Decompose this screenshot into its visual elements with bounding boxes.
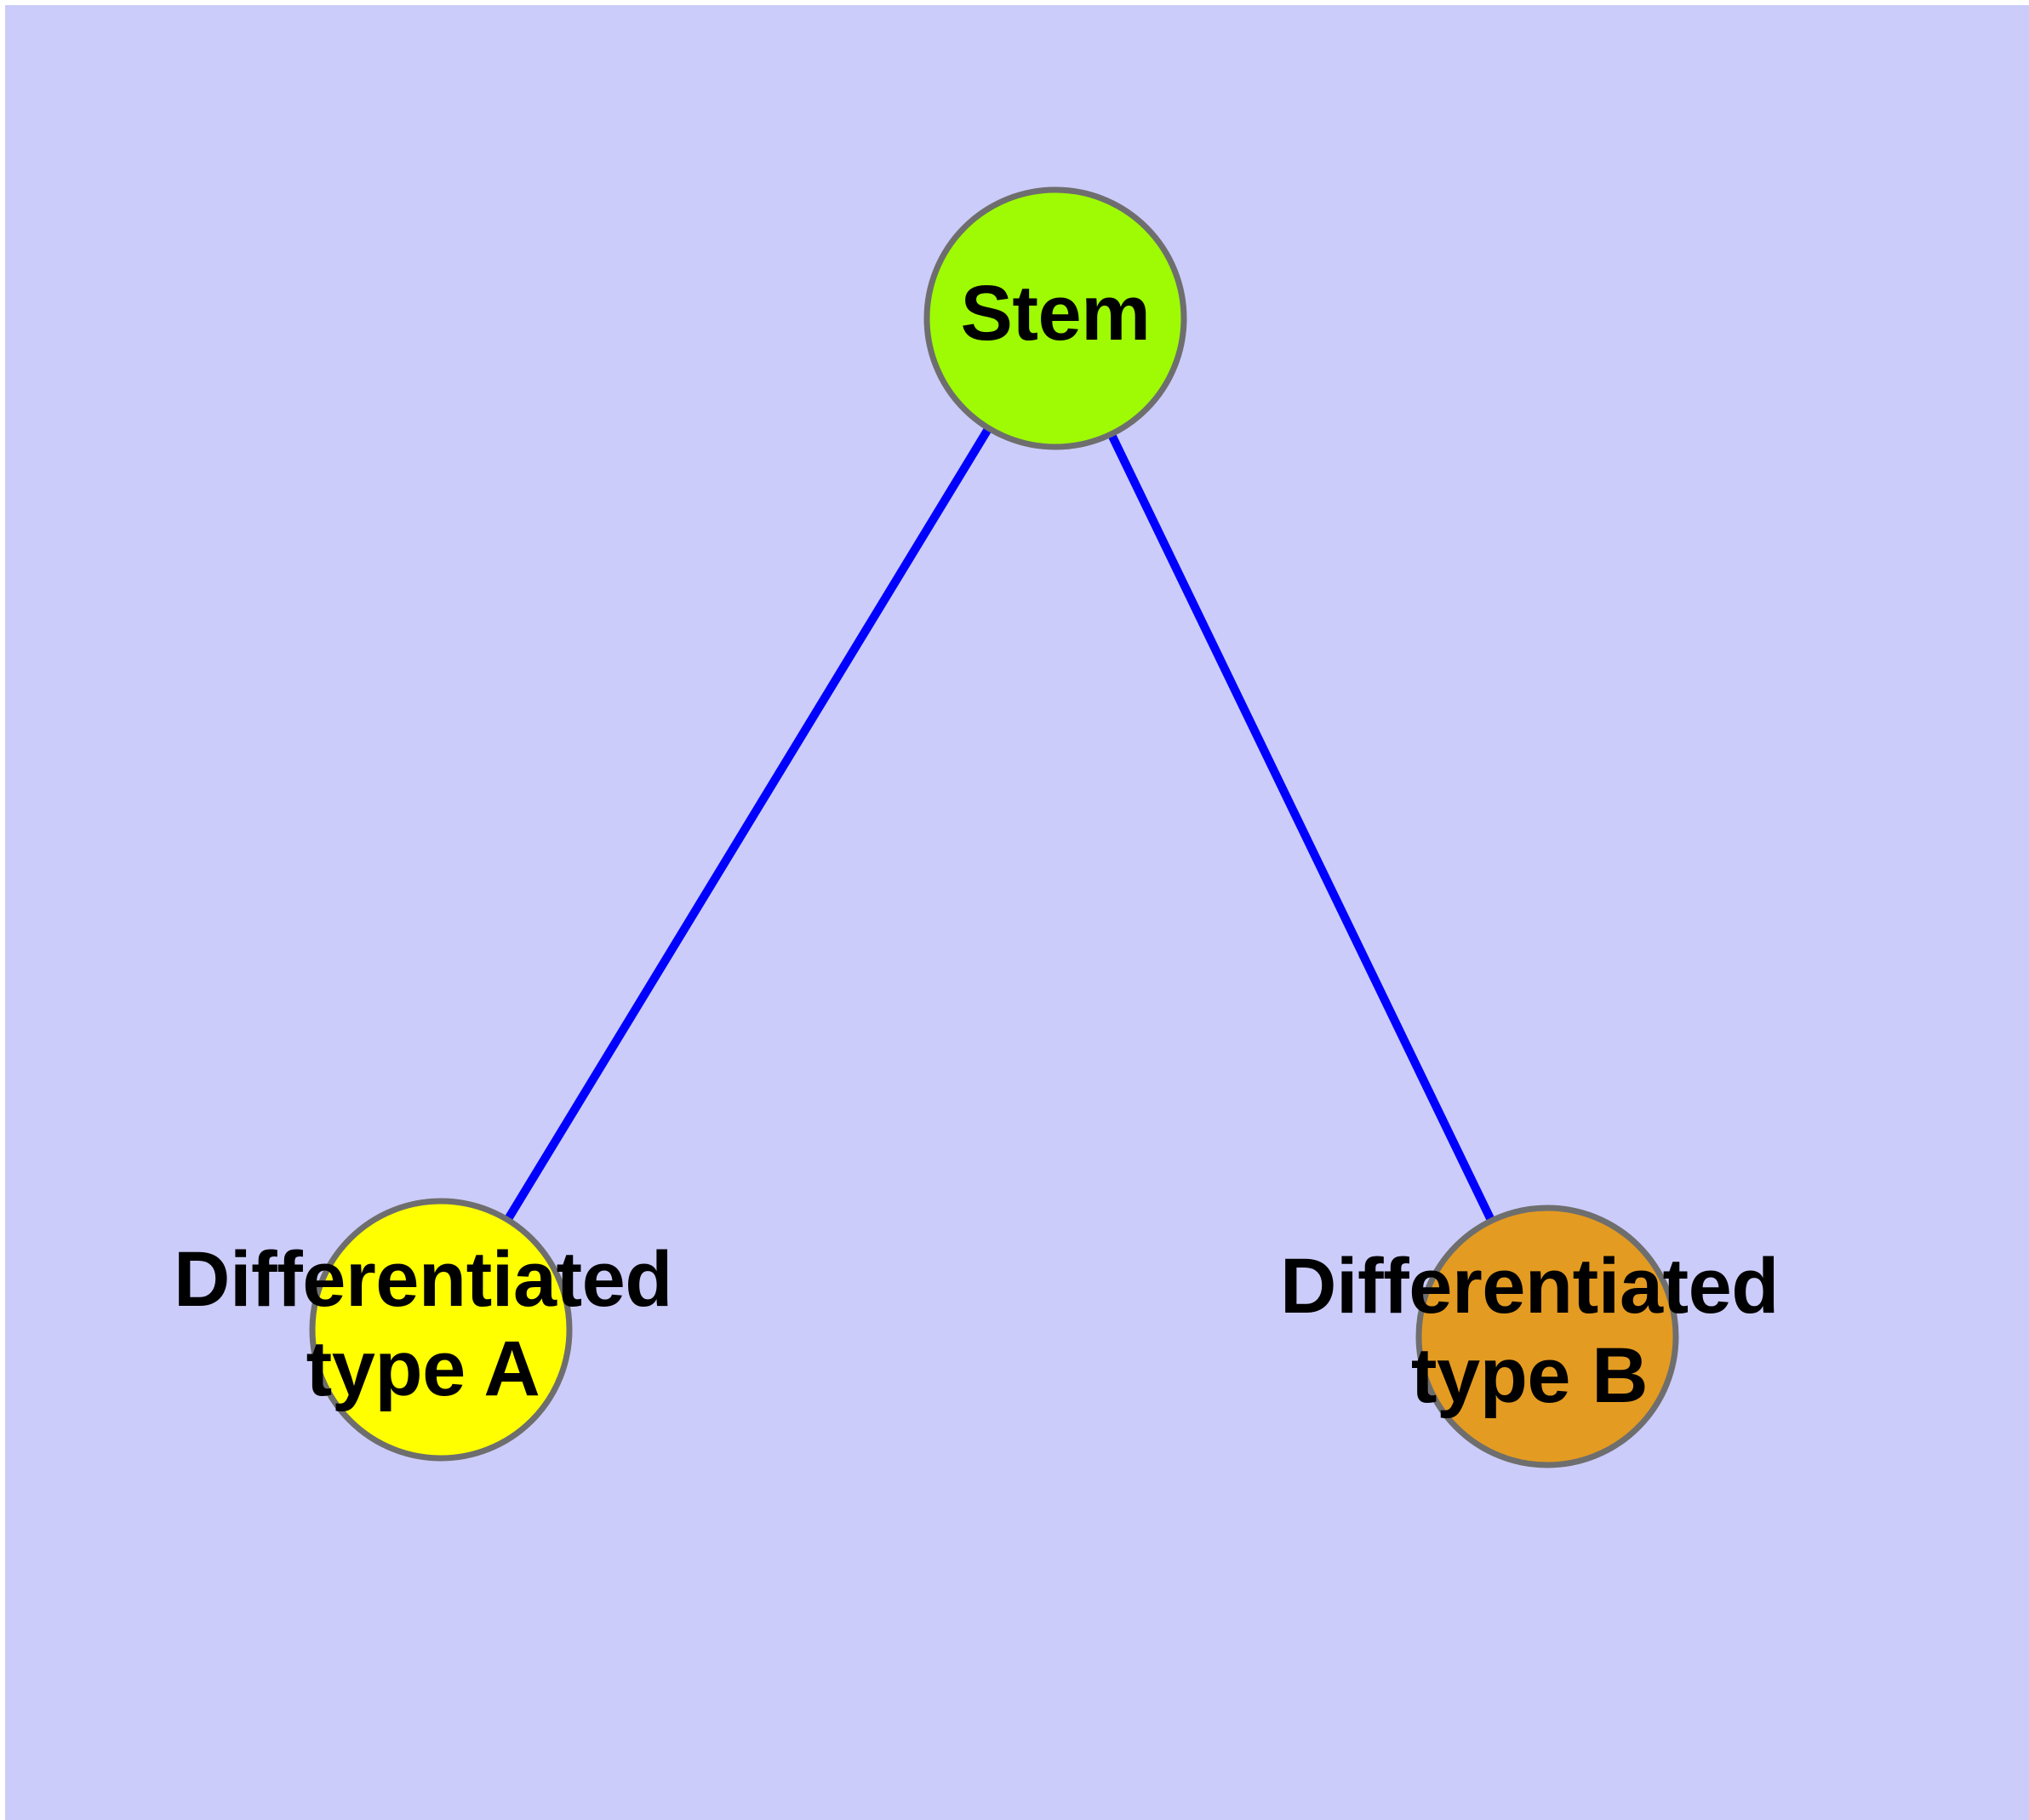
- node-diff_a[interactable]: [309, 1198, 573, 1462]
- node-diff_b[interactable]: [1415, 1205, 1679, 1468]
- node-stem[interactable]: [923, 186, 1187, 450]
- edge-stem-diff-b[interactable]: [1051, 316, 1552, 1339]
- edge-stem-diff-a[interactable]: [437, 316, 1060, 1332]
- edges-layer: [437, 316, 1552, 1339]
- nodes-layer: [309, 186, 1679, 1468]
